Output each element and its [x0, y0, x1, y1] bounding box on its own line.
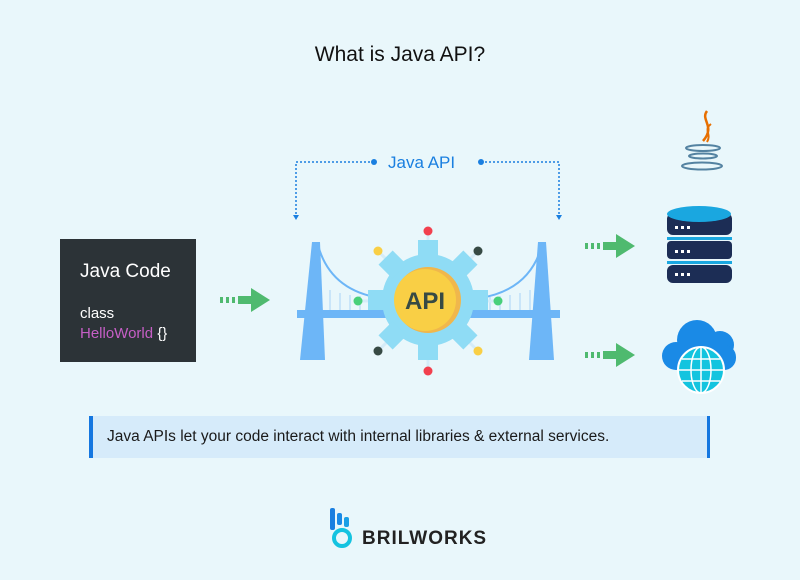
arrow-right-icon — [220, 288, 270, 312]
cloud-globe-icon — [662, 320, 736, 394]
bracket-dot-right — [478, 159, 484, 165]
node-dot — [473, 346, 483, 356]
node-dot — [493, 296, 503, 306]
java-api-bracket — [295, 161, 560, 214]
arrow-right-icon — [585, 234, 635, 258]
code-keyword: class — [80, 305, 115, 322]
code-box-heading: Java Code — [80, 261, 171, 282]
code-line: HelloWorld {} — [80, 325, 196, 342]
bracket-dot-left — [371, 159, 377, 165]
java-code-box: Java Code class HelloWorld {} — [60, 239, 196, 362]
node-dot — [423, 366, 433, 376]
brilworks-logo-icon — [330, 508, 352, 548]
code-braces: {} — [153, 325, 168, 342]
brand-name: BRILWORKS — [362, 528, 488, 549]
java-api-label: Java API — [388, 153, 456, 172]
arrowhead-right-icon — [556, 215, 562, 220]
node-dot — [423, 226, 433, 236]
node-dot — [353, 296, 363, 306]
arrow-right-icon — [585, 343, 635, 367]
page-title: What is Java API? — [314, 43, 486, 66]
node-dot — [473, 246, 483, 256]
node-dot — [373, 246, 383, 256]
code-class-name: HelloWorld — [80, 325, 154, 342]
gear-icon: API — [353, 226, 503, 376]
node-dot — [373, 346, 383, 356]
java-logo-icon — [681, 110, 723, 171]
database-icon — [667, 206, 732, 283]
arrowhead-left-icon — [293, 215, 299, 220]
caption-callout: Java APIs let your code interact with in… — [89, 416, 710, 458]
gear-label: API — [405, 288, 445, 315]
